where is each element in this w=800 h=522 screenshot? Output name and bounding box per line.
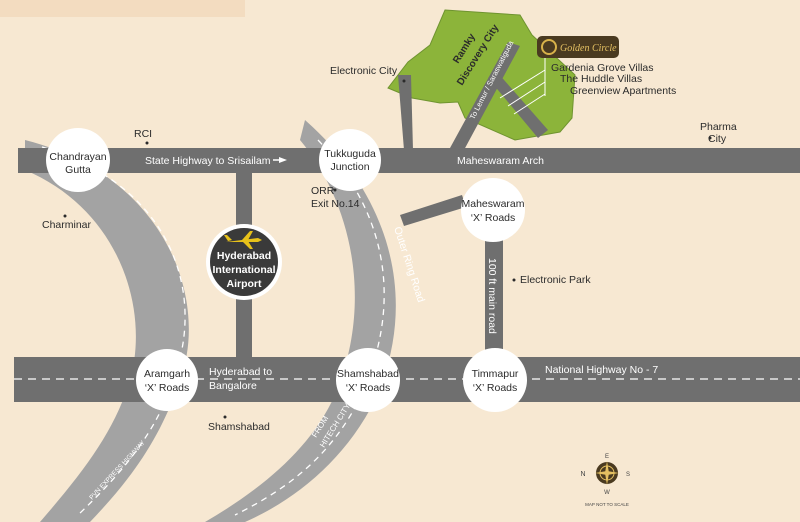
node-chandrayan-gutta[interactable]: Chandrayan Gutta xyxy=(46,128,110,192)
project-land-green xyxy=(387,9,576,141)
compass-right: S xyxy=(626,472,630,478)
maheswaram-arch-label: Maheswaram Arch xyxy=(457,155,544,167)
node-aramgarh-line1: Aramgarh xyxy=(144,368,190,380)
node-maheswaram-x-roads[interactable]: Maheswaram ‘X’ Roads xyxy=(461,178,525,242)
node-timmapur-line2: ‘X’ Roads xyxy=(473,382,518,394)
node-maheswaram-line2: ‘X’ Roads xyxy=(471,212,516,224)
project-item-2: The Huddle Villas xyxy=(560,73,642,85)
node-maheswaram-line1: Maheswaram xyxy=(461,198,524,210)
electronic-city-dot xyxy=(402,79,406,83)
node-timmapur-line1: Timmapur xyxy=(472,368,519,380)
orr-to-maheswaram-road xyxy=(400,195,466,226)
orr-lane-dashes xyxy=(234,139,385,516)
node-shamshabad-line2: ‘X’ Roads xyxy=(346,382,391,394)
node-shamshabad-line1: Shamshabad xyxy=(337,368,399,380)
airport-line1: Hyderabad xyxy=(217,250,271,262)
airport-line2: International xyxy=(212,264,275,276)
node-tukkuguda-line1: Tukkuguda xyxy=(324,148,376,160)
electronic-city-label: Electronic City xyxy=(330,65,398,77)
airport-marker[interactable]: Hyderabad International Airport xyxy=(206,224,282,300)
compass-left: N xyxy=(580,471,585,478)
national-highway-label: National Highway No - 7 xyxy=(545,364,658,376)
hyd-to-blr-line1: Hyderabad to xyxy=(209,366,272,378)
header-panel xyxy=(0,0,245,17)
node-chandrayan-line2: Gutta xyxy=(65,164,91,176)
main-road-100ft xyxy=(485,215,503,360)
orr-exit-dot xyxy=(333,188,337,192)
hyd-to-blr-line2: Bangalore xyxy=(209,380,257,392)
shamshabad-label: Shamshabad xyxy=(208,421,270,433)
electronic-city-road xyxy=(398,75,413,150)
state-highway-label: State Highway to Srisailam xyxy=(145,155,271,167)
pharma-city-line2: City xyxy=(708,133,727,145)
pvn-expressway-arc xyxy=(25,140,189,522)
pharma-city-dot xyxy=(708,136,712,140)
plot-inner-road xyxy=(488,72,548,138)
outer-ring-road-label: Outer Ring Road xyxy=(391,225,427,304)
charminar-label: Charminar xyxy=(42,219,92,231)
compass-top: E xyxy=(605,454,609,460)
airplane-icon xyxy=(224,231,262,249)
main-road-100ft-label: 100 ft main road xyxy=(486,258,498,334)
node-aramgarh-line2: ‘X’ Roads xyxy=(145,382,190,394)
airport-line3: Airport xyxy=(227,278,263,290)
outer-ring-road-arc xyxy=(205,120,396,522)
compass-rose: E N S W MAP NOT TO SCALE xyxy=(580,454,630,507)
callout-line-3 xyxy=(513,93,546,115)
node-chandrayan-line1: Chandrayan xyxy=(49,151,106,163)
state-highway-road xyxy=(18,148,800,173)
electronic-park-label: Electronic Park xyxy=(520,274,591,286)
to-lemur-road xyxy=(450,42,520,150)
electronic-park-dot xyxy=(512,278,516,282)
charminar-dot xyxy=(63,214,67,218)
pharma-city-line1: Pharma xyxy=(700,121,737,133)
node-tukkuguda-junction[interactable]: Tukkuguda Junction xyxy=(319,129,381,191)
rci-label: RCI xyxy=(134,128,152,140)
project-item-3: Greenview Apartments xyxy=(570,85,676,97)
golden-circle-brand: Golden Circle xyxy=(560,43,617,54)
callout-line-1 xyxy=(499,69,546,99)
node-timmapur-x-roads[interactable]: Timmapur ‘X’ Roads xyxy=(463,348,527,412)
golden-circle-logo: Golden Circle xyxy=(537,36,619,58)
node-shamshabad-x-roads[interactable]: Shamshabad ‘X’ Roads xyxy=(336,348,400,412)
callout-line-2 xyxy=(507,81,546,107)
map-not-to-scale: MAP NOT TO SCALE xyxy=(585,502,629,507)
compass-bottom: W xyxy=(604,490,610,496)
node-aramgarh-x-roads[interactable]: Aramgarh ‘X’ Roads xyxy=(136,349,198,411)
node-tukkuguda-line2: Junction xyxy=(330,161,369,173)
project-item-1: Gardenia Grove Villas xyxy=(551,62,654,74)
orr-exit-line2: Exit No.14 xyxy=(311,198,360,210)
arrow-right-icon xyxy=(279,157,287,163)
rci-dot xyxy=(145,141,149,145)
orr-exit-line1: ORR xyxy=(311,185,335,197)
shamshabad-dot xyxy=(223,415,227,419)
